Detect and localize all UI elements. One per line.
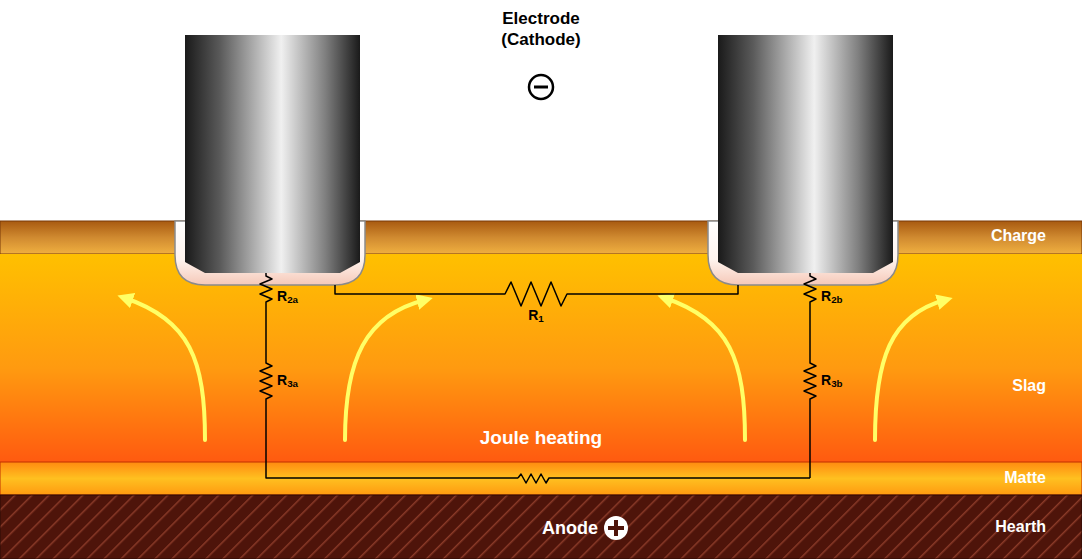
process-label: Joule heating <box>480 427 602 449</box>
circuit-wires <box>260 273 816 483</box>
charge-band: Charge <box>0 221 1082 254</box>
resistor-label: R2b <box>821 288 843 305</box>
matte-band-label: Matte <box>1004 469 1046 487</box>
slag-band <box>0 254 1082 462</box>
anode-label: Anode <box>542 518 598 539</box>
hearth-band-label: Hearth <box>995 518 1046 536</box>
convection-arrows <box>125 298 945 440</box>
charge-band <box>0 221 1082 254</box>
resistor-label: R2a <box>277 288 298 305</box>
matte-band <box>0 462 1082 495</box>
hearth-band: Hearth <box>0 495 1082 559</box>
minus-symbol <box>529 75 553 99</box>
electrode <box>718 35 893 273</box>
plus-symbol <box>604 516 628 540</box>
charge-band-label: Charge <box>991 227 1046 245</box>
matte-band: Matte <box>0 462 1082 495</box>
electrode-label: Electrode (Cathode) <box>481 8 601 51</box>
resistor-label: R1 <box>528 307 544 324</box>
resistor-label: R3b <box>821 372 843 389</box>
hearth-band <box>0 495 1082 559</box>
resistor-label: R3a <box>277 372 298 389</box>
slag-band-label: Slag <box>1012 377 1046 395</box>
electrode <box>185 35 360 273</box>
